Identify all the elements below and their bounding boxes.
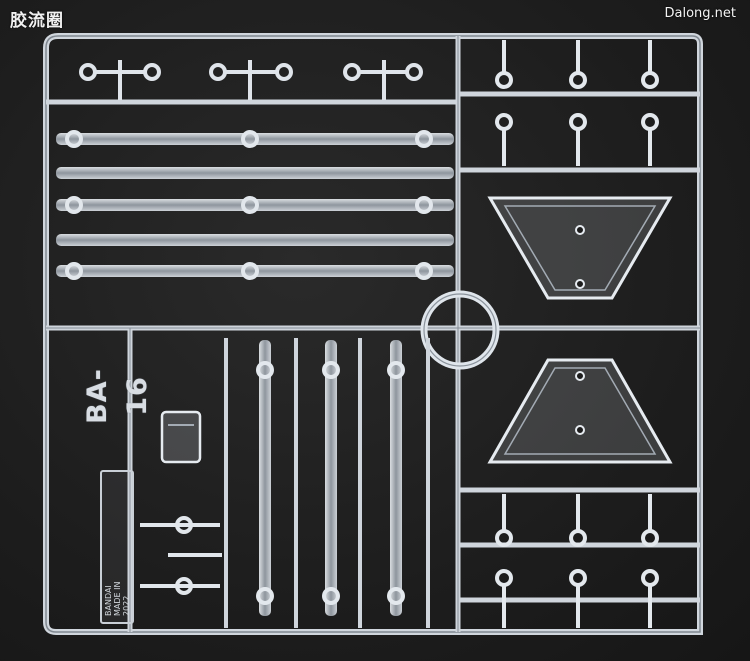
maker-plate: BANDAI MADE IN 2022: [100, 470, 134, 624]
trapezoid-plate-top: [487, 196, 673, 300]
vertical-rod-rings: [256, 361, 405, 605]
top-small-parts: [79, 60, 423, 100]
right-ring-parts: [495, 40, 659, 628]
central-ring: [420, 290, 500, 370]
trapezoid-plate-bottom: [487, 358, 673, 464]
lower-left-parts: [140, 516, 222, 595]
clip-part: [160, 410, 202, 464]
plate-line-3: 2022: [121, 595, 131, 616]
runner-code-tag: BA-16: [78, 350, 153, 442]
horizontal-rods: [56, 133, 454, 277]
plate-line-2: MADE IN: [112, 581, 122, 616]
watermark-right: Dalong.net: [664, 6, 737, 21]
rod-rings: [65, 130, 433, 280]
runner-code-label: BA-16: [82, 368, 153, 424]
inner-runners: [46, 36, 700, 632]
plate-line-1: BANDAI: [103, 585, 113, 616]
watermark-left: 胶流圈: [10, 11, 64, 31]
vertical-rods: [224, 338, 430, 628]
